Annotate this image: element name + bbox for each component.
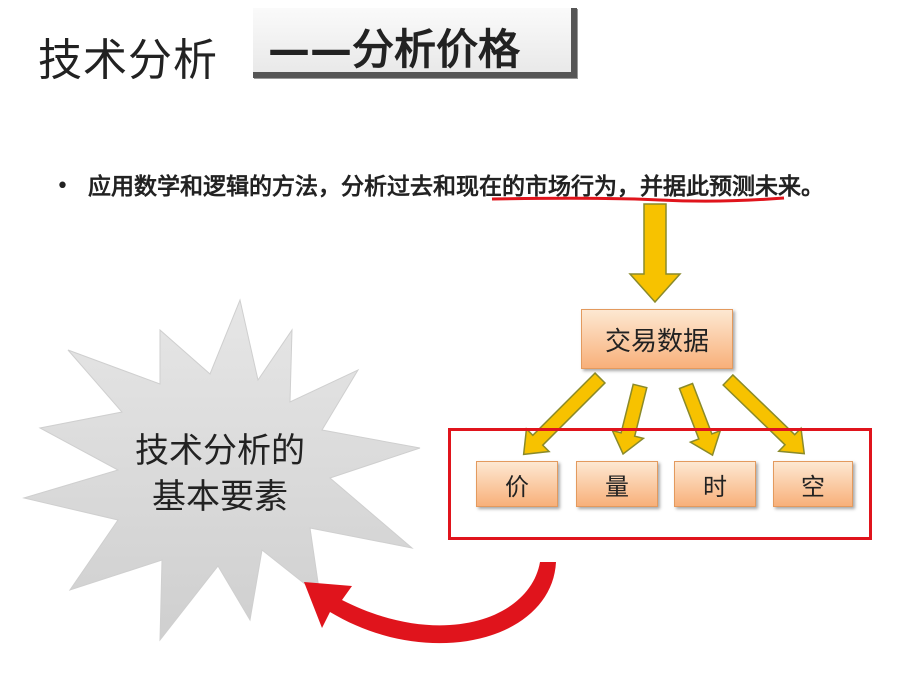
arrow-to-time [678, 382, 722, 457]
starburst-line-1: 技术分析的 [135, 431, 305, 471]
starburst-line-2: 基本要素 [152, 477, 288, 517]
page-subtitle: ——分析价格 [268, 25, 521, 74]
subtitle-box [253, 8, 577, 78]
starburst-shape [22, 298, 421, 642]
element-price-box: 价 [476, 461, 558, 507]
red-underline [491, 196, 785, 203]
down-arrow [628, 203, 682, 304]
arrow-to-volume [611, 383, 648, 456]
element-space-box: 空 [773, 461, 853, 507]
element-volume-box: 量 [576, 461, 658, 507]
arrow-to-space [722, 373, 806, 455]
trading-data-box: 交易数据 [581, 309, 733, 369]
page-title: 技术分析 [38, 35, 218, 86]
elements-frame [448, 428, 872, 540]
bullet-marker: • [56, 174, 69, 199]
arrow-to-price [522, 371, 607, 456]
starburst-label: 技术分析的 基本要素 [100, 428, 340, 520]
curved-red-arrow [304, 562, 556, 644]
bullet-text: 应用数学和逻辑的方法，分析过去和现在的市场行为，并据此预测未来。 [88, 174, 824, 200]
element-time-box: 时 [674, 461, 756, 507]
